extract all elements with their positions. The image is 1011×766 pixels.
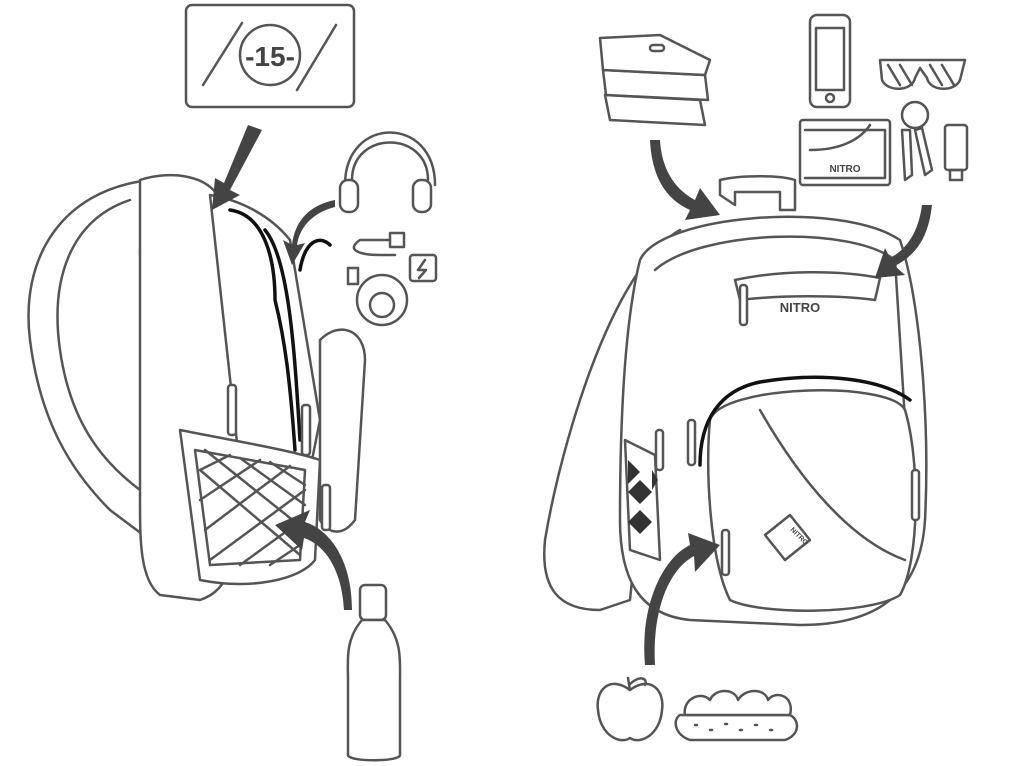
wallet-brand-label: NITRO	[829, 164, 860, 175]
backpack-brand-label: NITRO	[780, 300, 820, 315]
top-handle	[718, 175, 797, 212]
phone-icon	[808, 13, 852, 109]
zipper-pull	[320, 483, 332, 532]
arrow-books	[650, 140, 720, 220]
arrow-laptop	[212, 125, 262, 210]
arrow-headphones	[283, 200, 335, 265]
keys-icon	[900, 100, 934, 182]
water-bottle-icon	[346, 583, 402, 762]
laptop-icon: -15-	[184, 3, 356, 109]
mesh-pocket	[193, 448, 307, 567]
zipper-pull	[300, 403, 312, 457]
front-pocket	[706, 389, 917, 612]
zipper-pull	[654, 428, 665, 472]
arrow-bottle	[275, 510, 352, 610]
usb-stick-icon	[943, 123, 969, 182]
wallet-icon: NITRO	[798, 118, 892, 187]
arrow-food	[644, 533, 720, 665]
zipper-pull	[910, 468, 921, 522]
front-backpack: NITRO NITRO	[543, 175, 928, 627]
charger-cables-icon	[346, 231, 438, 327]
zipper-pull	[686, 418, 697, 467]
arrow-accessories	[875, 205, 932, 278]
sunglasses-icon	[878, 58, 967, 90]
zipper-pull	[738, 283, 749, 327]
headphones-icon	[338, 131, 437, 214]
apple-icon	[596, 676, 664, 742]
zipper-pull	[226, 383, 238, 437]
zipper-pull	[720, 528, 731, 577]
laptop-size-label: -15-	[245, 41, 295, 72]
side-backpack	[27, 173, 367, 602]
books-icon	[598, 33, 712, 127]
diamond-pattern-panel	[623, 438, 662, 562]
sandwich-icon	[674, 689, 799, 742]
